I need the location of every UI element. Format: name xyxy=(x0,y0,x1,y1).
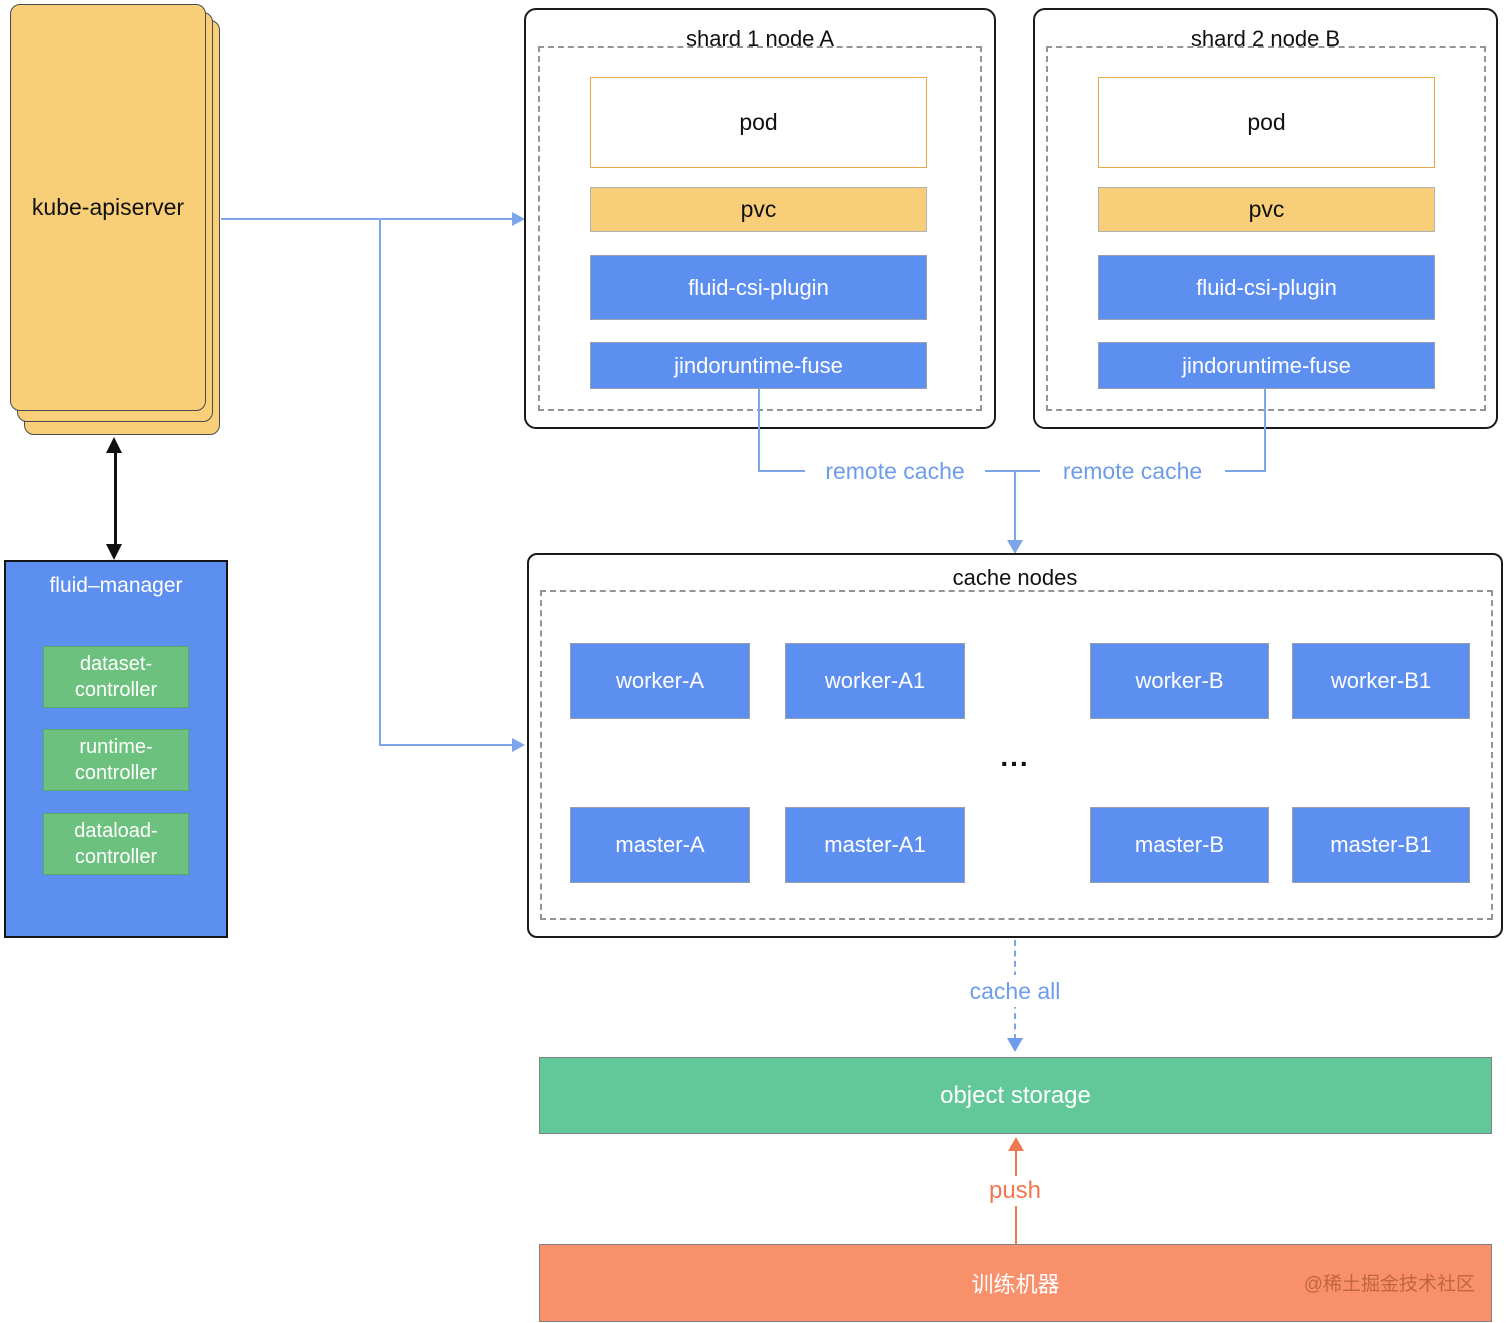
cache-all-label: cache all xyxy=(950,975,1080,1007)
shard2-fuse-label: jindoruntime-fuse xyxy=(1182,352,1351,378)
training-machines-bar: 训练机器 @稀土掘金技术社区 xyxy=(539,1244,1492,1322)
worker-a1-node: worker-A1 xyxy=(785,643,965,719)
connector-kube-to-cache-arrow xyxy=(512,738,525,752)
remote-cache-label-right: remote cache xyxy=(1040,455,1225,487)
worker-b-label: worker-B xyxy=(1135,668,1224,693)
shard2-fluid-csi-plugin: fluid-csi-plugin xyxy=(1098,255,1435,320)
master-a1-label: master-A1 xyxy=(824,832,926,857)
worker-b1-node: worker-B1 xyxy=(1292,643,1470,719)
remote-cache-label-left: remote cache xyxy=(805,455,985,487)
dataset-controller-node: dataset- controller xyxy=(43,646,189,708)
shard2-pod-label: pod xyxy=(1247,109,1286,135)
worker-b-node: worker-B xyxy=(1090,643,1269,719)
connector-kube-to-shard1-arrow xyxy=(512,212,525,226)
master-a1-node: master-A1 xyxy=(785,807,965,883)
worker-b1-label: worker-B1 xyxy=(1330,668,1432,693)
training-machines-label: 训练机器 xyxy=(971,1272,1060,1297)
shard2-dashed-border xyxy=(1046,46,1486,411)
connector-push-arrow xyxy=(1008,1137,1024,1151)
runtime-controller-line2: controller xyxy=(74,762,158,784)
shard2-pvc: pvc xyxy=(1098,187,1435,232)
shard1-pod: pod xyxy=(590,77,927,168)
dataload-controller-node: dataload- controller xyxy=(43,813,189,875)
shard2-pod: pod xyxy=(1098,77,1435,168)
kube-apiserver-label: kube-apiserver xyxy=(31,194,185,220)
double-arrow-up-head xyxy=(106,437,122,453)
shard1-jindoruntime-fuse: jindoruntime-fuse xyxy=(590,342,927,389)
object-storage-bar: object storage xyxy=(539,1057,1492,1134)
worker-a-label: worker-A xyxy=(615,668,704,693)
master-b1-label: master-B1 xyxy=(1330,832,1432,857)
master-a-node: master-A xyxy=(570,807,750,883)
dataload-controller-line1: dataload- xyxy=(74,820,158,842)
connector-push-line-lower xyxy=(1015,1206,1017,1244)
shard1-pod-label: pod xyxy=(739,109,778,135)
dataset-controller-line1: dataset- xyxy=(79,653,153,675)
fluid-manager-title: fluid–manager xyxy=(49,574,183,597)
connector-kube-branch-vertical xyxy=(379,219,381,746)
push-label: push xyxy=(975,1176,1055,1206)
cache-nodes-title: cache nodes xyxy=(952,565,1078,590)
double-arrow-line xyxy=(114,452,117,544)
connector-remote-cache-to-cache-nodes xyxy=(1014,471,1016,541)
watermark-text: @稀土掘金技术社区 xyxy=(1303,1274,1475,1295)
shard1-pvc-label: pvc xyxy=(740,196,777,222)
shard1-fuse-label: jindoruntime-fuse xyxy=(674,352,843,378)
runtime-controller-line1: runtime- xyxy=(79,736,153,758)
object-storage-label: object storage xyxy=(940,1081,1091,1109)
connector-push-line-upper xyxy=(1015,1151,1017,1177)
more-nodes-ellipsis: ... xyxy=(1000,741,1030,772)
master-b-node: master-B xyxy=(1090,807,1269,883)
master-b1-node: master-B1 xyxy=(1292,807,1470,883)
shard2-pvc-label: pvc xyxy=(1248,196,1285,222)
connector-kube-to-shard1-line xyxy=(221,218,514,220)
runtime-controller-node: runtime- controller xyxy=(43,729,189,791)
shard1-dashed-border xyxy=(538,46,982,411)
master-a-label: master-A xyxy=(615,832,705,857)
connector-shard1-fuse-down xyxy=(758,389,760,472)
shard1-csi-label: fluid-csi-plugin xyxy=(688,274,829,300)
connector-shard2-fuse-down xyxy=(1264,389,1266,472)
worker-a1-label: worker-A1 xyxy=(824,668,926,693)
double-arrow-down-head xyxy=(106,544,122,560)
dataset-controller-line2: controller xyxy=(74,679,158,701)
shard2-jindoruntime-fuse: jindoruntime-fuse xyxy=(1098,342,1435,389)
connector-cache-nodes-arrow xyxy=(1007,540,1023,554)
connector-cache-all-arrow xyxy=(1007,1038,1023,1052)
connector-remote-cache-horizontal xyxy=(759,470,1266,472)
dataload-controller-line2: controller xyxy=(74,846,158,868)
worker-a-node: worker-A xyxy=(570,643,750,719)
shard1-pvc: pvc xyxy=(590,187,927,232)
connector-kube-to-cache-line xyxy=(380,744,512,746)
kube-apiserver-node: kube-apiserver xyxy=(10,4,206,411)
shard1-fluid-csi-plugin: fluid-csi-plugin xyxy=(590,255,927,320)
cache-nodes-dashed-border xyxy=(540,590,1493,920)
master-b-label: master-B xyxy=(1134,832,1225,857)
shard2-csi-label: fluid-csi-plugin xyxy=(1196,274,1337,300)
